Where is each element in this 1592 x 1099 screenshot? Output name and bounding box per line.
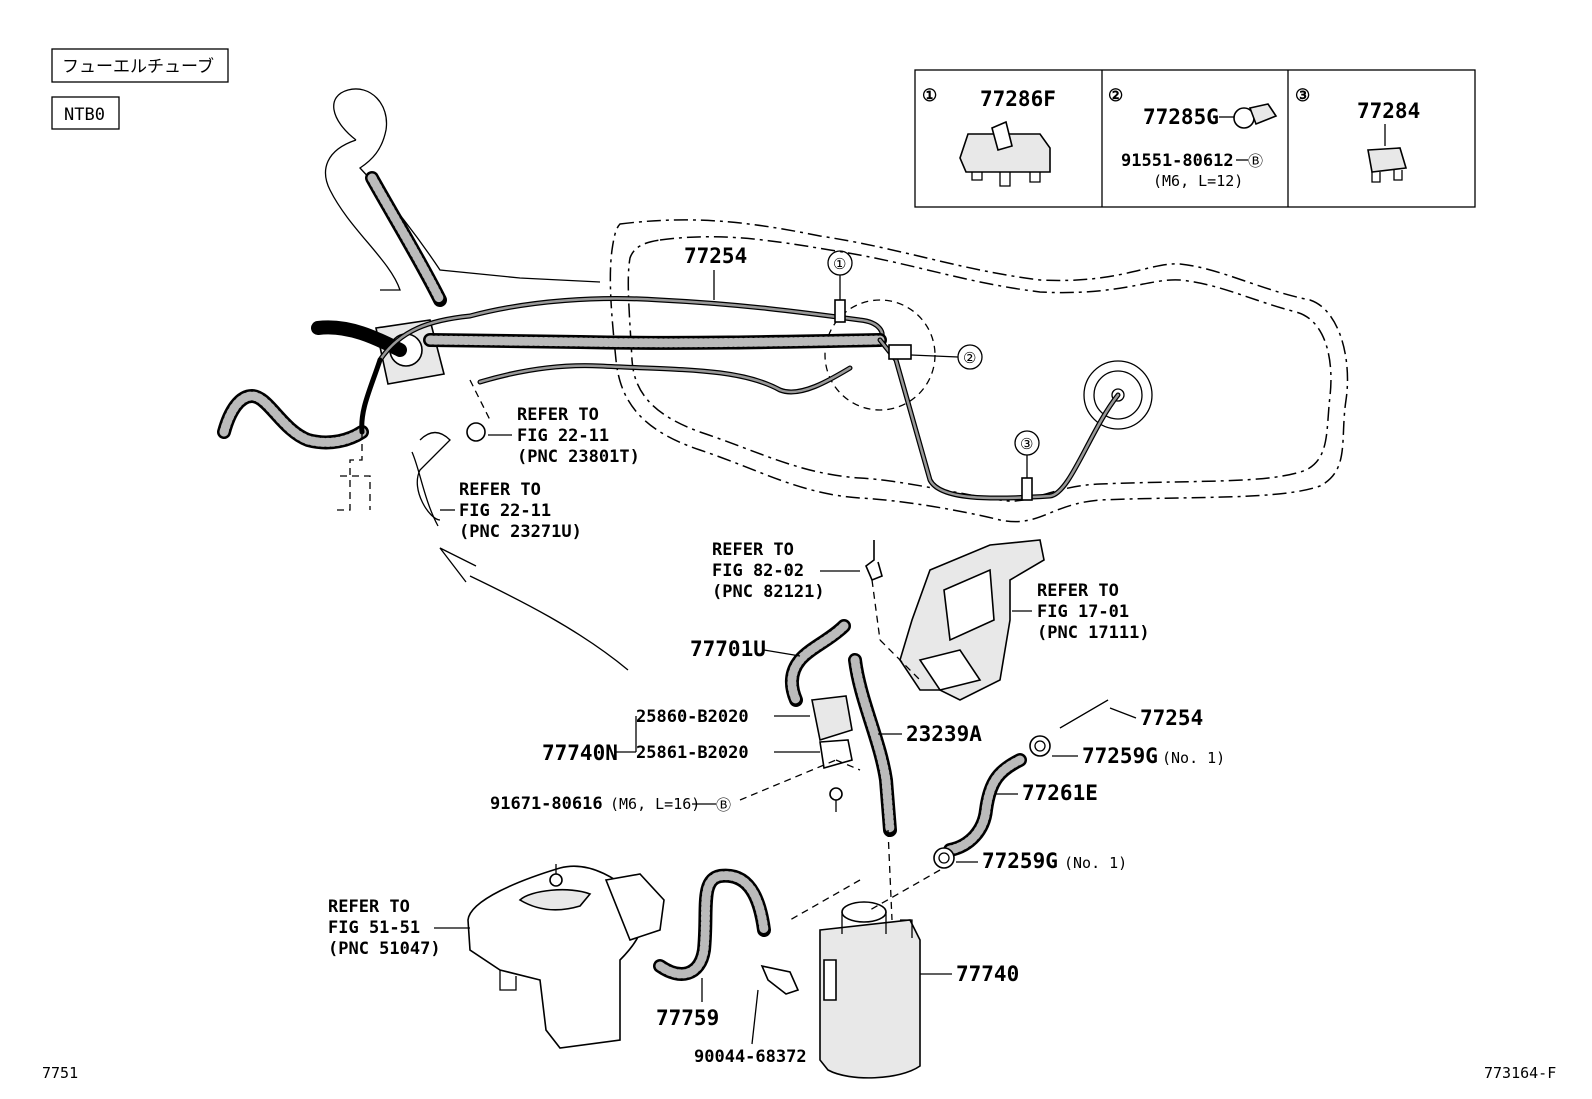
label-90044: 90044-68372	[694, 1047, 807, 1067]
refer-23801t: REFER TO FIG 22-11 (PNC 23801T)	[466, 379, 640, 467]
model-tag-label: NTB0	[64, 105, 105, 125]
dash-vsv	[835, 759, 861, 771]
canister-drawing	[789, 829, 941, 1079]
label-25861: 25861-B2020	[636, 743, 749, 763]
refer-17111: REFER TO FIG 17-01 (PNC 17111)	[1012, 581, 1150, 643]
inset-part-77284: 77284	[1357, 99, 1420, 123]
callout-3: ③	[1014, 430, 1040, 478]
label-no1-b: (No. 1)	[1064, 854, 1127, 872]
refer-23271u-line3: (PNC 23271U)	[459, 522, 582, 542]
filler-cap-assembly	[217, 319, 451, 527]
label-77259g-b: 77259G	[982, 849, 1058, 873]
pump-ring-2	[1083, 360, 1153, 430]
refer-23271u-line2: FIG 22-11	[459, 501, 551, 521]
callout-1: ①	[827, 250, 853, 300]
bracket-51047-drawing	[467, 864, 665, 1049]
refer-82121-line1: REFER TO	[712, 540, 794, 560]
label-77254-top: 77254	[684, 244, 747, 268]
refer-23801t-line2: FIG 22-11	[517, 426, 609, 446]
inset-table: ① 77286F ② 77285G 91551-80612 Ⓑ (M6, L=1…	[914, 69, 1476, 208]
label-91671-mark: Ⓑ	[716, 796, 731, 814]
label-77254-right: 77254	[1140, 706, 1203, 730]
label-77701u: 77701U	[690, 637, 766, 661]
callout-1-label: ①	[833, 255, 846, 273]
bracket-90044-drawing	[760, 964, 800, 995]
model-tag-box	[51, 96, 120, 130]
refer-82121-line2: FIG 82-02	[712, 561, 804, 581]
refer-82121: REFER TO FIG 82-02 (PNC 82121)	[712, 540, 883, 641]
direction-arrow	[439, 547, 629, 671]
clamp-77259g-a	[1029, 735, 1051, 757]
label-77259g-a: 77259G	[1082, 744, 1158, 768]
label-77740: 77740	[956, 962, 1019, 986]
inset-table-border	[914, 69, 1476, 208]
inset-part-77286f: 77286F	[980, 87, 1056, 111]
refer-23271u-line1: REFER TO	[459, 480, 541, 500]
refer-82121-line3: (PNC 82121)	[712, 582, 825, 602]
footer-right: 773164-F	[1484, 1064, 1556, 1082]
clamp-77259g-b	[933, 847, 955, 869]
fuel-tube-tag-box	[51, 48, 229, 83]
callout-3-label: ③	[1020, 435, 1033, 453]
label-no1-a: (No. 1)	[1162, 749, 1225, 767]
fuel-tube-tag-label: フューエルチューブ	[62, 56, 214, 77]
pump-ring-1	[824, 299, 936, 411]
label-77261e: 77261E	[1022, 781, 1098, 805]
vsv-drawing	[811, 695, 853, 812]
fuel-tube-tag: フューエルチューブ	[51, 48, 229, 83]
footer-left: 7751	[42, 1064, 78, 1082]
clip-23801t	[466, 422, 486, 442]
hose-77261e	[943, 753, 1027, 857]
hose-23239a	[848, 653, 897, 837]
inset-bolt-mark: Ⓑ	[1248, 152, 1263, 170]
fuel-line-77254	[359, 296, 1121, 501]
model-tag: NTB0	[51, 96, 120, 130]
leader-77701u	[763, 649, 801, 657]
refer-17111-line1: REFER TO	[1037, 581, 1119, 601]
label-77759: 77759	[656, 1006, 719, 1030]
inset-num-1: ①	[922, 86, 937, 106]
label-91671-spec: (M6, L=16)	[610, 795, 700, 813]
hose-77701u	[784, 619, 851, 707]
label-77740n: 77740N	[542, 741, 618, 765]
intake-manifold-drawing	[879, 539, 1045, 701]
clip-77284-drawing	[1367, 147, 1408, 183]
callout-2-label: ②	[963, 349, 976, 367]
inset-part-77285g: 77285G	[1143, 105, 1219, 129]
inset-num-3: ③	[1295, 86, 1310, 106]
refer-17111-line2: FIG 17-01	[1037, 602, 1129, 622]
hose-77759	[653, 868, 771, 981]
fuel-tank-outline	[609, 219, 1349, 523]
pipe-77254-right	[1059, 699, 1109, 729]
refer-51047-line2: FIG 51-51	[328, 918, 420, 938]
refer-23801t-line3: (PNC 23801T)	[517, 447, 640, 467]
label-23239a: 23239A	[906, 722, 982, 746]
inset-bolt-spec: (M6, L=12)	[1153, 172, 1243, 190]
refer-17111-line3: (PNC 17111)	[1037, 623, 1150, 643]
label-91671: 91671-80616	[490, 794, 603, 814]
inset-num-2: ②	[1108, 86, 1123, 106]
bracket-77740n	[614, 716, 637, 753]
refer-51047-line1: REFER TO	[328, 897, 410, 917]
inset-bolt-91551: 91551-80612	[1121, 151, 1234, 171]
refer-23271u: REFER TO FIG 22-11 (PNC 23271U)	[440, 480, 582, 542]
leader-90044	[751, 989, 759, 1045]
callout-2: ②	[910, 344, 983, 370]
refer-51047: REFER TO FIG 51-51 (PNC 51047)	[328, 897, 470, 959]
leader-77254-right	[1109, 707, 1137, 719]
label-25860: 25860-B2020	[636, 707, 749, 727]
refer-23801t-line1: REFER TO	[517, 405, 599, 425]
clip-77286f-drawing	[959, 120, 1051, 187]
filler-neck-outline	[324, 88, 601, 307]
bolt-91671-drawing	[829, 787, 843, 801]
clamp-77285g-drawing	[1233, 103, 1278, 129]
refer-51047-line3: (PNC 51047)	[328, 939, 441, 959]
dash-91671	[739, 759, 837, 801]
